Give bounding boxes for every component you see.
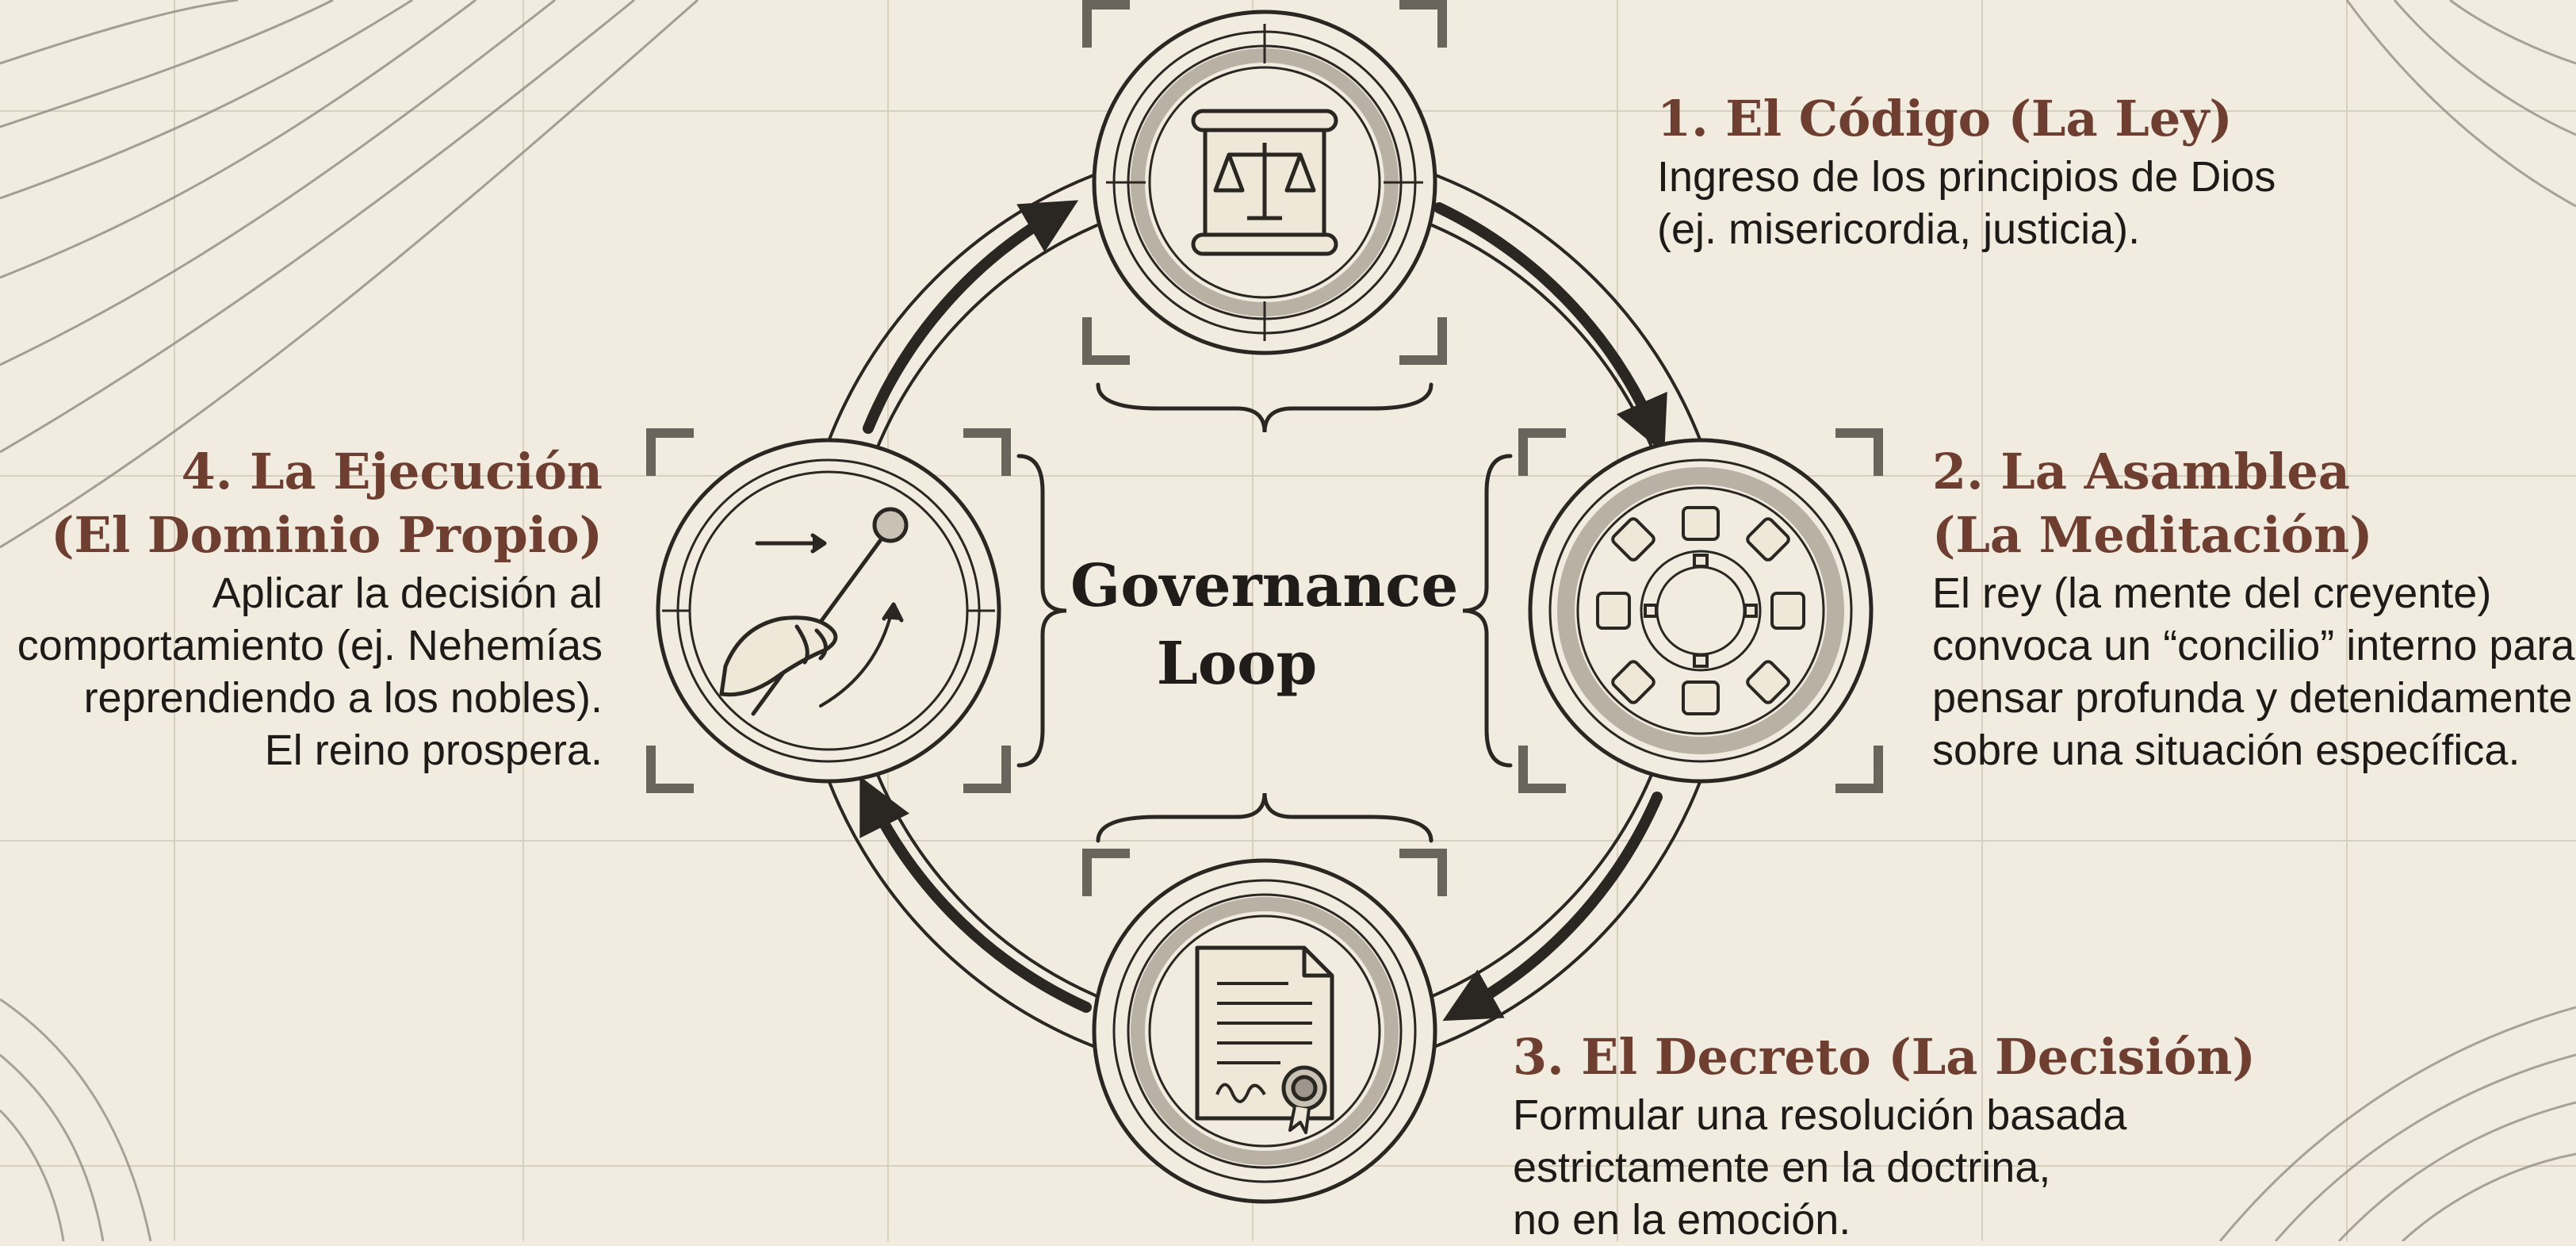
node-decree: [1082, 849, 1447, 1204]
step-3-desc-line2: estrictamente en la doctrina,: [1513, 1144, 2051, 1191]
corner-brackets: [1082, 849, 1447, 896]
step-1-text: 1. El Código (La Ley) Ingreso de los pri…: [1657, 87, 2276, 255]
step-2-desc-line2: convoca un “concilio” interno para: [1932, 622, 2575, 669]
step-1-desc-line1: Ingreso de los principios de Dios: [1657, 153, 2276, 201]
brackets: [1016, 382, 1513, 843]
step-1-title: 1. El Código (La Ley): [1657, 90, 2233, 148]
topographic-lines-bottom-left: [0, 998, 152, 1241]
step-2-desc-line3: pensar profunda y detenidamente: [1932, 674, 2573, 722]
arrow-assembly-to-decree: [1442, 792, 1663, 1022]
step-4-title-line1: 4. La Ejecución: [181, 443, 603, 500]
node-execution: [646, 428, 1011, 793]
topographic-lines-bottom-right: [2218, 1006, 2576, 1241]
center-title-line1: Governance: [1070, 552, 1459, 620]
step-4-desc-line3: reprendiendo a los nobles).: [83, 674, 603, 722]
step-2-title-line2: (La Meditación): [1932, 506, 2373, 564]
flow-arrows: [859, 200, 1667, 1022]
step-3-desc-line3: no en la emoción.: [1513, 1196, 1851, 1244]
step-2-desc-line4: sobre una situación específica.: [1932, 727, 2520, 774]
center-title: Governance Loop: [1070, 547, 1459, 703]
step-1-desc-line2: (ej. misericordia, justicia).: [1657, 205, 2141, 253]
council-table-icon: [1596, 506, 1805, 715]
step-4-desc-line2: comportamiento (ej. Nehemías: [17, 622, 603, 669]
scroll-scales-icon: [1191, 109, 1338, 256]
step-2-title-line1: 2. La Asamblea: [1932, 443, 2350, 500]
step-2-desc-line1: El rey (la mente del creyente): [1932, 569, 2492, 617]
step-3-title: 3. El Decreto (La Decisión): [1513, 1028, 2256, 1086]
node-code: [1082, 0, 1447, 365]
hand-scepter-icon: [719, 507, 909, 716]
center-title-line2: Loop: [1156, 630, 1318, 698]
step-4-title-line2: (El Dominio Propio): [51, 506, 603, 564]
topographic-lines-top-right: [2345, 0, 2576, 208]
arrow-decree-to-execution: [859, 776, 1092, 1013]
step-4-text: 4. La Ejecución (El Dominio Propio) Apli…: [0, 440, 603, 776]
node-assembly: [1518, 428, 1883, 793]
corner-brackets: [646, 428, 1011, 793]
step-4-desc-line4: El reino prospera.: [264, 727, 603, 774]
topographic-lines-top-left: [0, 0, 699, 549]
corner-brackets: [1518, 428, 1883, 793]
step-3-text: 3. El Decreto (La Decisión) Formular una…: [1513, 1026, 2256, 1246]
corner-brackets: [1082, 0, 1447, 365]
step-4-desc-line1: Aplicar la decisión al: [212, 569, 603, 617]
step-2-text: 2. La Asamblea (La Meditación) El rey (l…: [1932, 440, 2574, 776]
arrow-code-to-assembly: [1433, 202, 1667, 454]
step-3-desc-line1: Formular una resolución basada: [1513, 1091, 2127, 1139]
decree-document-icon: [1195, 945, 1334, 1134]
arrow-execution-to-code: [863, 200, 1079, 434]
